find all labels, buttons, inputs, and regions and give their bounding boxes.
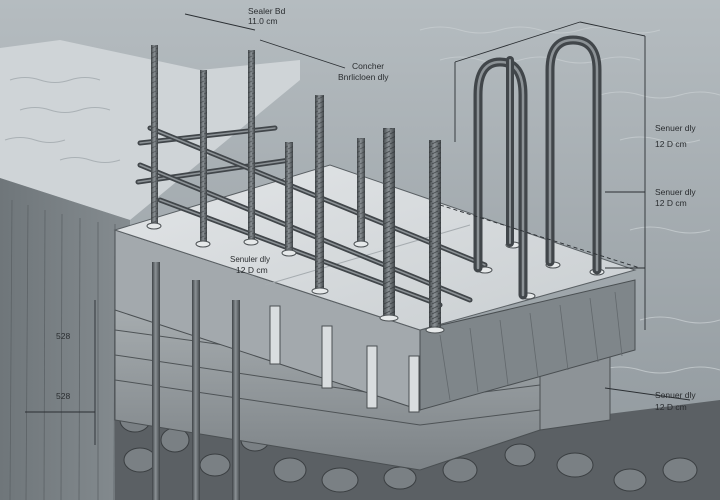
ground-texture: [4, 77, 121, 163]
rebar-8-ribs: [429, 140, 441, 330]
h-bar-4-shine: [139, 164, 471, 301]
top-label-1: Sealer Bd: [248, 6, 286, 16]
rebar-2-ribs: [200, 70, 207, 245]
right-label-1-value: 12 D cm: [655, 139, 687, 149]
slab-right-hatch: [439, 291, 623, 401]
bottom-right-label: Senuer dly: [655, 390, 696, 400]
u-stirrups: [473, 35, 602, 300]
rebar-4-ribs: [285, 142, 293, 252]
stirrup-left-shine: [476, 60, 525, 297]
rebar-7-ribs: [383, 128, 395, 318]
lower-rebar-1: [152, 262, 160, 500]
dim-top-3: [454, 21, 581, 63]
dim-top-2: [259, 39, 346, 69]
dim-top-1: [184, 13, 256, 31]
slab-right-face: [419, 279, 636, 411]
post-1: [269, 305, 281, 365]
lower-rebar-2: [192, 280, 200, 500]
lower-rebar-3: [232, 300, 240, 500]
cliff-face: [0, 178, 130, 500]
h-bar-2-shine: [137, 159, 291, 183]
top-label-2-value: Bnrlicloen dly: [338, 72, 389, 82]
right-label-2-value: 12 D cm: [655, 198, 687, 208]
background-waves: [419, 26, 720, 374]
top-label-1-value: 11.0 cm: [248, 16, 278, 26]
post-4: [408, 355, 420, 413]
left-dim-1: 528: [56, 331, 70, 341]
slab-label-value: 12 D cm: [236, 265, 268, 275]
slab-label: Senuler dly: [230, 255, 270, 264]
vertical-rebars: [151, 45, 441, 330]
top-label-2: Concher: [352, 61, 384, 71]
dim-top-4: [579, 21, 646, 37]
dim-bottom-right: [604, 387, 691, 401]
right-label-1: Senuer dly: [655, 123, 696, 133]
lower-posts: [152, 262, 420, 500]
left-dim-2: 528: [56, 391, 70, 401]
stirrup-right-shine: [548, 38, 599, 272]
rebar-5-ribs: [315, 95, 324, 290]
post-2: [321, 325, 333, 389]
dimension-lines: [25, 13, 691, 445]
post-3: [366, 345, 378, 409]
right-label-2: Senuer dly: [655, 187, 696, 197]
rebar-6-ribs: [357, 138, 365, 243]
rebar-1-ribs: [151, 45, 158, 225]
bottom-right-label-value: 12 D cm: [655, 402, 687, 412]
rebar-3-ribs: [248, 50, 255, 242]
